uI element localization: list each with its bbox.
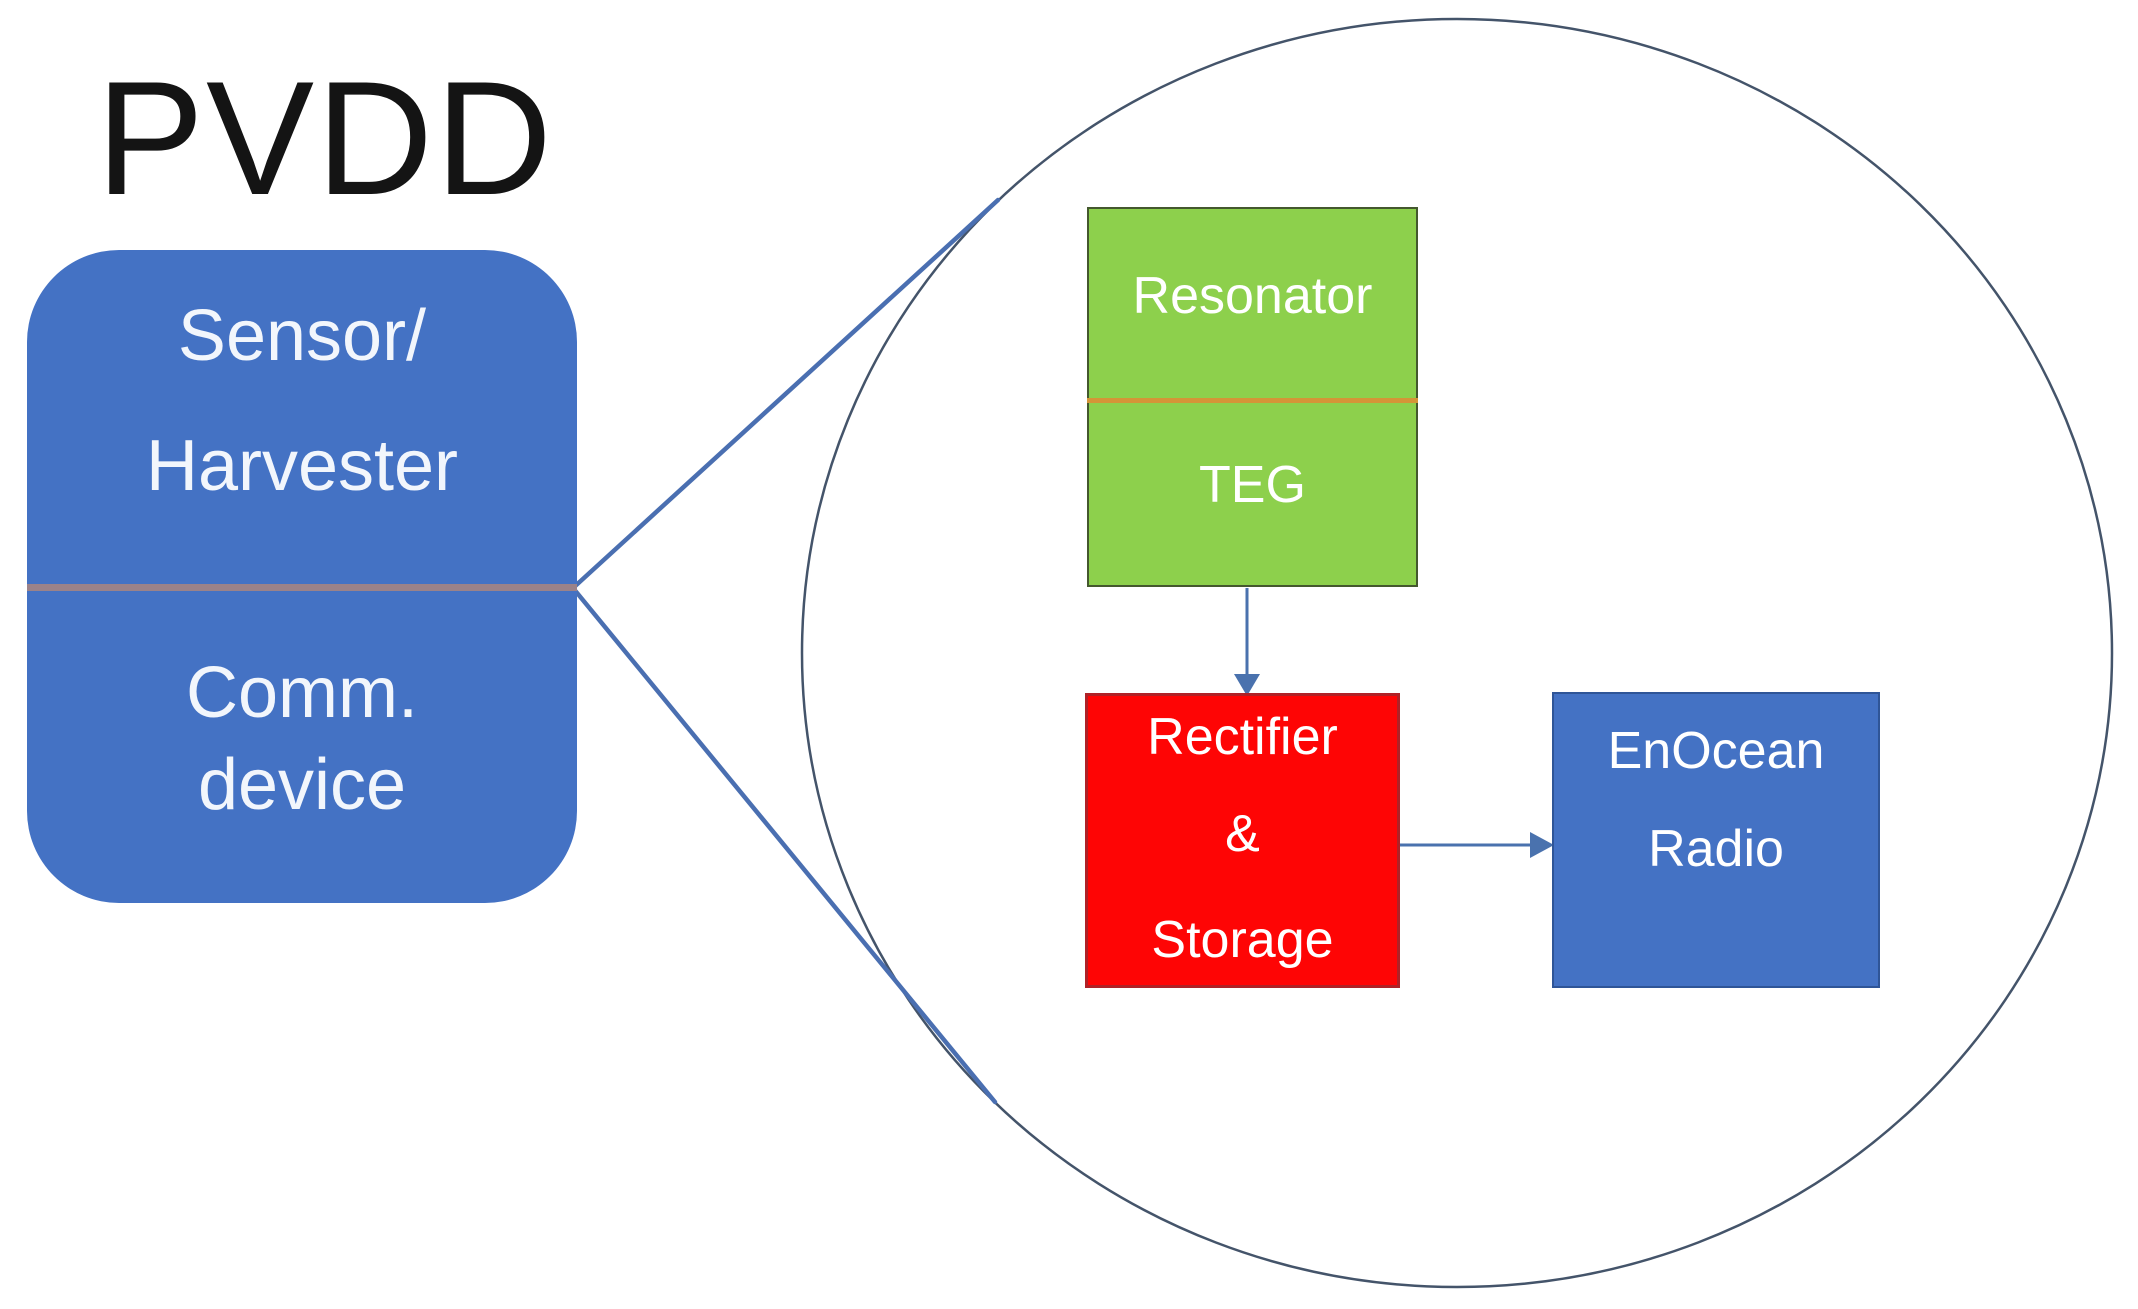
comm-label: Comm. <box>186 653 418 733</box>
device-label: device <box>197 745 407 825</box>
resonator-teg-box: Resonator TEG <box>1087 207 1418 587</box>
zoom-cone-lower-line <box>570 585 998 1105</box>
rectifier-to-radio-arrowhead <box>1530 832 1554 858</box>
enocean-radio-box: EnOcean Radio <box>1552 692 1880 988</box>
rectifier-label: Rectifier <box>1147 708 1338 766</box>
sensor-harvester-comm-device-box: Sensor/ Harvester Comm. device <box>27 250 577 903</box>
ampersand-label: & <box>1225 805 1260 863</box>
teg-to-rectifier-arrowhead <box>1234 674 1260 696</box>
storage-label: Storage <box>1151 911 1334 969</box>
resonator-box-divider-line <box>1087 398 1418 403</box>
radio-label: Radio <box>1648 820 1784 878</box>
device-box-divider-line <box>27 584 577 591</box>
sensor-label: Sensor/ <box>177 296 427 376</box>
harvester-label: Harvester <box>145 426 459 506</box>
teg-label: TEG <box>1199 456 1306 514</box>
rectifier-storage-box: Rectifier & Storage <box>1085 693 1400 988</box>
magnifier-circle <box>800 17 2114 1289</box>
zoom-cone-upper-line <box>570 197 1001 591</box>
page-title: PVDD <box>96 48 555 229</box>
enocean-label: EnOcean <box>1607 722 1825 780</box>
resonator-label: Resonator <box>1132 267 1373 325</box>
